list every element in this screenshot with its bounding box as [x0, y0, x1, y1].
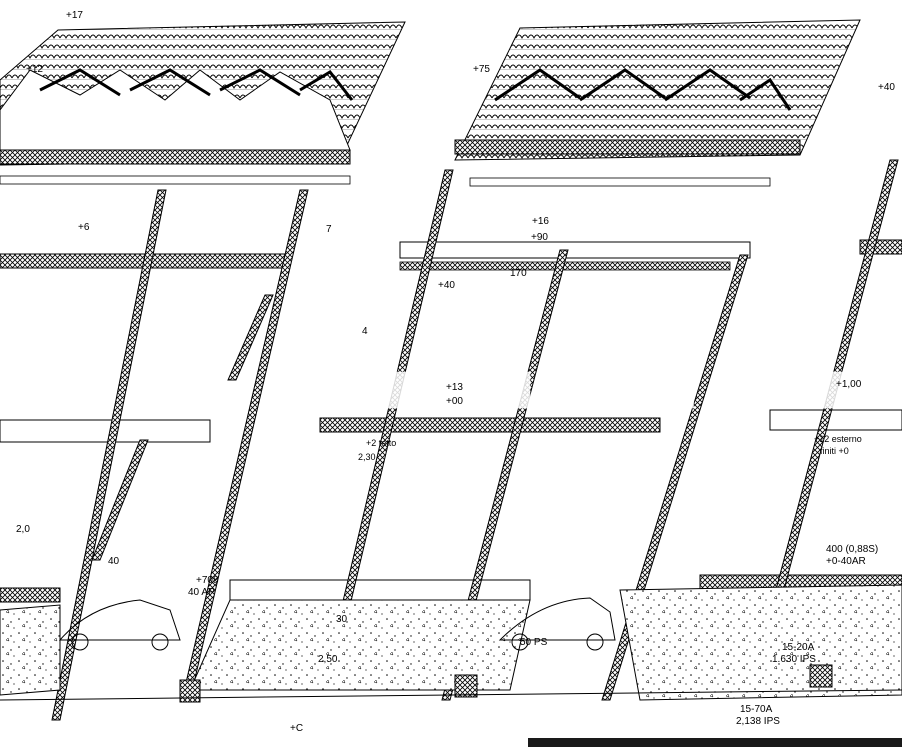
dimension-label: +90	[531, 232, 548, 243]
dimension-label: 15-20A	[782, 642, 815, 653]
level-label: finiti +0	[820, 446, 849, 456]
watermark: ▮▮▮▮▮▮▮▮▮▮▮	[270, 360, 870, 412]
car-icon	[58, 597, 616, 651]
dimension-label: +13	[446, 382, 463, 393]
level-label: +40	[878, 82, 895, 93]
dimension-label: 2,50	[318, 654, 338, 665]
level-label: 400 (0,88S)	[826, 544, 878, 555]
dimension-label: 15-70A	[740, 704, 773, 715]
level-label: +12 esterno	[814, 434, 862, 444]
dimension-label: +00	[446, 396, 463, 407]
dimension-label: 4	[362, 326, 368, 337]
dimension-label: 2,138 IPS	[736, 716, 780, 727]
diagonal-walls	[51, 159, 899, 721]
floor-label: +2 tetto	[366, 438, 396, 448]
floor-slabs	[0, 239, 902, 603]
level-label: +1,00	[836, 379, 862, 390]
dimension-label: 30	[336, 614, 348, 625]
level-label: +75	[473, 64, 490, 75]
dimension-label: +C	[290, 723, 303, 734]
level-label: +0-40AR	[826, 556, 866, 567]
level-label: 40 AP	[188, 587, 215, 598]
dimension-label: 50 PS	[520, 637, 548, 648]
level-label: +12	[26, 64, 43, 75]
dimension-labels: +17 +12 +75 +40 +6 7 +16 +90 170 +40 +2 …	[16, 10, 895, 734]
ground-foundation	[0, 584, 902, 703]
level-label: +708	[196, 575, 219, 586]
dimension-label: +6	[78, 222, 90, 233]
dimension-label: 170	[510, 268, 527, 279]
dimension-label: +16	[532, 216, 549, 227]
floor-label: 2,30	[358, 452, 376, 462]
dimension-label: 7	[326, 224, 332, 235]
level-label: +17	[66, 10, 83, 21]
dimension-label: 40	[108, 556, 120, 567]
dimension-label: +40	[438, 280, 455, 291]
dimension-label: 1.630 IPS	[772, 654, 816, 665]
roof-left	[0, 21, 406, 185]
roof-right	[454, 19, 861, 187]
bottom-band	[528, 738, 902, 747]
dimension-label: 2,0	[16, 524, 30, 535]
